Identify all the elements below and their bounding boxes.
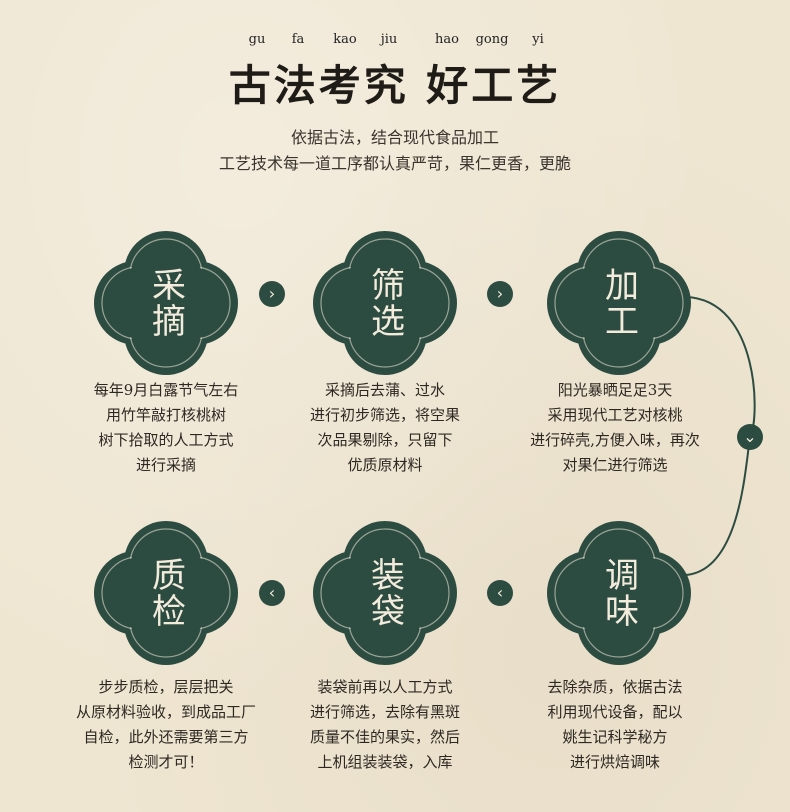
description-line: 去除杂质，依据古法 [547,678,683,696]
description-line: 从原材料验收，到成品工厂 [75,703,256,721]
pinyin-syllable: gong [475,32,509,47]
description-line: 采摘后去蒲、过水 [324,381,445,399]
page-title: 古法考究 好工艺 [228,61,562,110]
description-line: 每年9月白露节气左右 [93,381,239,399]
step-badge-pack: 装袋 [310,518,460,668]
step-title: 调味 [598,557,639,629]
quatrefoil-badge [94,521,238,665]
description-line: 进行碎壳,方便入味，再次 [530,431,700,449]
quatrefoil-badge [547,521,691,665]
step-title: 装袋 [364,557,405,629]
step-description: 装袋前再以人工方式 进行筛选，去除有黑斑 质量不佳的果实，然后 上机组装装袋，入… [270,675,500,775]
pinyin-syllable: fa [291,32,305,47]
step-badge-inspect: 质检 [91,518,241,668]
step-title: 加工 [598,267,639,339]
description-line: 采用现代工艺对核桃 [547,406,683,424]
step-description: 每年9月白露节气左右 用竹竿敲打核桃树 树下拾取的人工方式 进行采摘 [51,378,281,478]
next-arrow-icon: › [487,281,513,307]
description-line: 进行采摘 [135,456,196,474]
pinyin-syllable: jiu [380,32,398,47]
description-line: 质量不佳的果实，然后 [309,728,460,746]
description-line: 优质原材料 [347,456,423,474]
description-line: 进行烘焙调味 [569,753,660,771]
quatrefoil-badge [313,521,457,665]
subtitle-line-2: 工艺技术每一道工序都认真严苛，果仁更香，更脆 [218,154,571,173]
description-line: 利用现代设备，配以 [547,703,683,721]
step-title: 采摘 [145,267,186,339]
down-arrow-icon: ⌄ [737,424,763,450]
pinyin-syllable: yi [532,32,544,47]
description-line: 检测才可！ [128,753,204,771]
pinyin-syllable: kao [333,32,357,47]
description-line: 上机组装装袋，入库 [317,753,453,771]
step-badge-season: 调味 [544,518,694,668]
step-description: 采摘后去蒲、过水 进行初步筛选，将空果 次品果剔除，只留下 优质原材料 [270,378,500,478]
subtitle-line-1: 依据古法，结合现代食品加工 [290,128,499,147]
step-title: 筛选 [364,267,405,339]
step-description: 步步质检，层层把关 从原材料验收，到成品工厂 自检，此外还需要第三方 检测才可！ [51,675,281,775]
description-line: 自检，此外还需要第三方 [83,728,249,746]
step-badge-pick: 采摘 [91,228,241,378]
description-line: 进行初步筛选，将空果 [309,406,460,424]
description-line: 用竹竿敲打核桃树 [105,406,226,424]
description-line: 进行筛选，去除有黑斑 [309,703,460,721]
description-line: 姚生记科学秘方 [562,728,668,746]
step-description: 去除杂质，依据古法 利用现代设备，配以 姚生记科学秘方 进行烘焙调味 [500,675,730,775]
quatrefoil-badge [313,231,457,375]
step-badge-process: 加工 [544,228,694,378]
quatrefoil-badge [94,231,238,375]
description-line: 树下拾取的人工方式 [98,431,234,449]
description-line: 对果仁进行筛选 [562,456,668,474]
description-line: 步步质检，层层把关 [98,678,234,696]
next-arrow-icon: › [259,281,285,307]
description-line: 阳光暴晒足足3天 [557,381,673,399]
pinyin-syllable: hao [435,32,459,47]
step-title: 质检 [145,557,186,629]
title-pinyin: gu fa kao jiu hao gong yi [0,32,790,52]
step-description: 阳光暴晒足足3天 采用现代工艺对核桃 进行碎壳,方便入味，再次 对果仁进行筛选 [500,378,730,478]
quatrefoil-badge [547,231,691,375]
pinyin-syllable: gu [248,32,266,47]
step-badge-sort: 筛选 [310,228,460,378]
description-line: 装袋前再以人工方式 [317,678,453,696]
description-line: 次品果剔除，只留下 [317,431,453,449]
prev-arrow-icon: ‹ [487,580,513,606]
prev-arrow-icon: ‹ [259,580,285,606]
